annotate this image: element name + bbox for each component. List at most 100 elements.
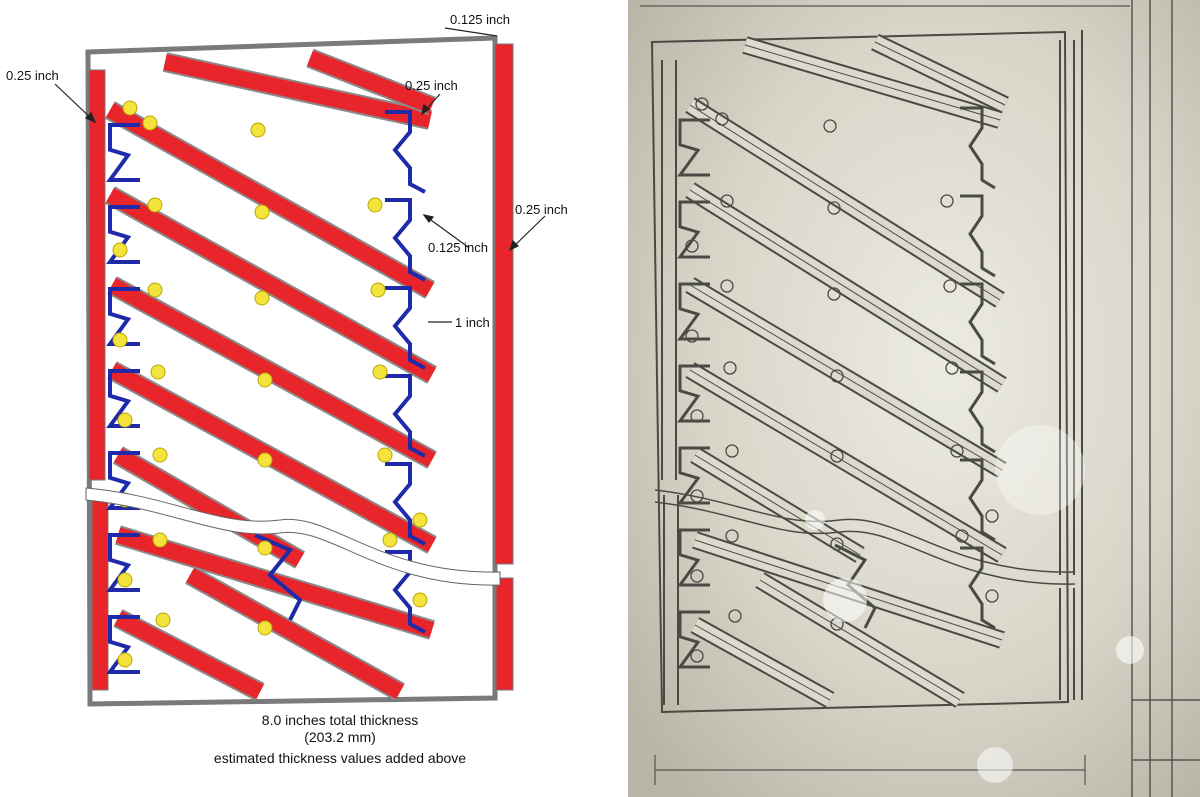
drawing-bolt xyxy=(943,279,957,293)
drawing-bar-centerline xyxy=(689,284,1003,471)
drawing-bar-centerline xyxy=(689,104,1001,301)
drawing-bolt xyxy=(823,119,837,133)
bolt-head xyxy=(257,372,273,388)
bolt-head xyxy=(122,100,138,116)
label-outer-left: 0.25 inch xyxy=(6,68,59,83)
drawing-right-zigzag xyxy=(960,194,996,278)
drawing-left-zigzag xyxy=(677,528,710,587)
diagonal-bar xyxy=(115,527,435,638)
drawing-right-zigzag xyxy=(960,370,996,454)
break-band xyxy=(85,487,501,586)
glare-spot xyxy=(805,510,825,530)
drawing-left-zigzag xyxy=(677,446,710,505)
drawing-bolt xyxy=(728,609,742,623)
bolt-head xyxy=(377,447,393,463)
bolt-head xyxy=(257,540,273,556)
bolt-head xyxy=(412,512,428,528)
drawing-bolt xyxy=(685,239,699,253)
label-zigzag-plate: 0.125 inch xyxy=(428,240,488,255)
drawing-bolt xyxy=(827,201,841,215)
drawing-right-zigzag xyxy=(960,546,996,630)
label-outer-right: 0.25 inch xyxy=(515,202,568,217)
drawing-left-zigzag xyxy=(677,364,710,423)
drawing-left-zigzag xyxy=(677,282,710,341)
drawing-bolt xyxy=(985,589,999,603)
label-outer-top-right: 0.125 inch xyxy=(450,12,510,27)
drawing-bolt xyxy=(685,329,699,343)
drawing-bar-centerline xyxy=(689,369,1003,556)
drawing-bar-group xyxy=(685,33,1009,708)
bolt-head xyxy=(112,332,128,348)
left-plate-upper xyxy=(88,69,106,481)
right-zigzag-bracket xyxy=(385,286,426,370)
bolt-head xyxy=(370,282,386,298)
drawing-bolt xyxy=(690,649,704,663)
bolt-head xyxy=(147,197,163,213)
right-plate-lower xyxy=(495,577,514,691)
glare-spot xyxy=(823,578,867,622)
diagonal-bar xyxy=(106,188,436,382)
bolt-head xyxy=(152,447,168,463)
drawing-bar-centerline xyxy=(759,579,961,701)
left-zigzag-bracket xyxy=(106,615,140,674)
left-zigzag-bracket xyxy=(106,123,140,182)
drawing-bolt xyxy=(695,97,709,111)
drawing-bar-centerline xyxy=(874,41,1006,106)
drawing-bolt xyxy=(940,194,954,208)
drawing-left-zigzag xyxy=(677,200,710,259)
drawing-bolt xyxy=(830,369,844,383)
bolt-head xyxy=(372,364,388,380)
bolt-head xyxy=(117,652,133,668)
bolt-head xyxy=(250,122,266,138)
left-zigzag-bracket xyxy=(106,205,140,264)
diagonal-bar xyxy=(186,568,404,699)
bottom-dimension xyxy=(640,5,1130,785)
bolt-head xyxy=(254,290,270,306)
diagonal-bar xyxy=(106,103,434,297)
bolt-head xyxy=(152,532,168,548)
bolt-head xyxy=(147,282,163,298)
bolt-head xyxy=(150,364,166,380)
bolt-head xyxy=(412,592,428,608)
drawing-right-zigzag xyxy=(960,282,996,366)
note-estimate: estimated thickness values added above xyxy=(213,750,467,766)
drawing-bolt xyxy=(723,361,737,375)
bolt-head xyxy=(254,204,270,220)
left-zigzag-bracket xyxy=(106,533,140,592)
drawing-bolt xyxy=(945,361,959,375)
bolt-head xyxy=(257,452,273,468)
label-spacing: 1 inch xyxy=(455,315,490,330)
right-zigzag-bracket xyxy=(385,550,426,634)
bolt-head xyxy=(382,532,398,548)
note-total-line1: 8.0 inches total thickness xyxy=(261,712,419,728)
drawing-bar-centerline xyxy=(689,189,1003,386)
drawing-bolt xyxy=(725,444,739,458)
drawing-bolt xyxy=(720,194,734,208)
label-bar-top: 0.25 inch xyxy=(405,78,458,93)
left-plate-lower xyxy=(91,494,109,691)
bolt-head xyxy=(112,242,128,258)
bolt-group xyxy=(112,100,428,668)
bolt-head xyxy=(117,572,133,588)
diagonal-bar xyxy=(108,277,436,468)
title-block xyxy=(1131,0,1200,797)
drawing-bolt xyxy=(950,444,964,458)
right-zigzag-bracket xyxy=(385,110,426,194)
bolt-head xyxy=(257,620,273,636)
drawing-break-line xyxy=(654,489,1076,585)
middle-zigzag-bracket xyxy=(254,533,303,621)
drawing-bolt xyxy=(827,287,841,301)
bolt-head xyxy=(117,412,133,428)
drawing-zigzag-group xyxy=(677,106,996,669)
drawing-bolt xyxy=(690,569,704,583)
drawing-right-zigzag xyxy=(960,106,996,190)
drawing-bar-centerline xyxy=(694,624,831,701)
drawing-bolt xyxy=(830,449,844,463)
drawing-bolt xyxy=(985,509,999,523)
left-zigzag-bracket xyxy=(106,369,140,428)
right-original-drawing-photo xyxy=(628,0,1200,797)
drawing-left-zigzag xyxy=(677,610,710,669)
bolt-head xyxy=(367,197,383,213)
right-zigzag-bracket xyxy=(385,374,426,458)
